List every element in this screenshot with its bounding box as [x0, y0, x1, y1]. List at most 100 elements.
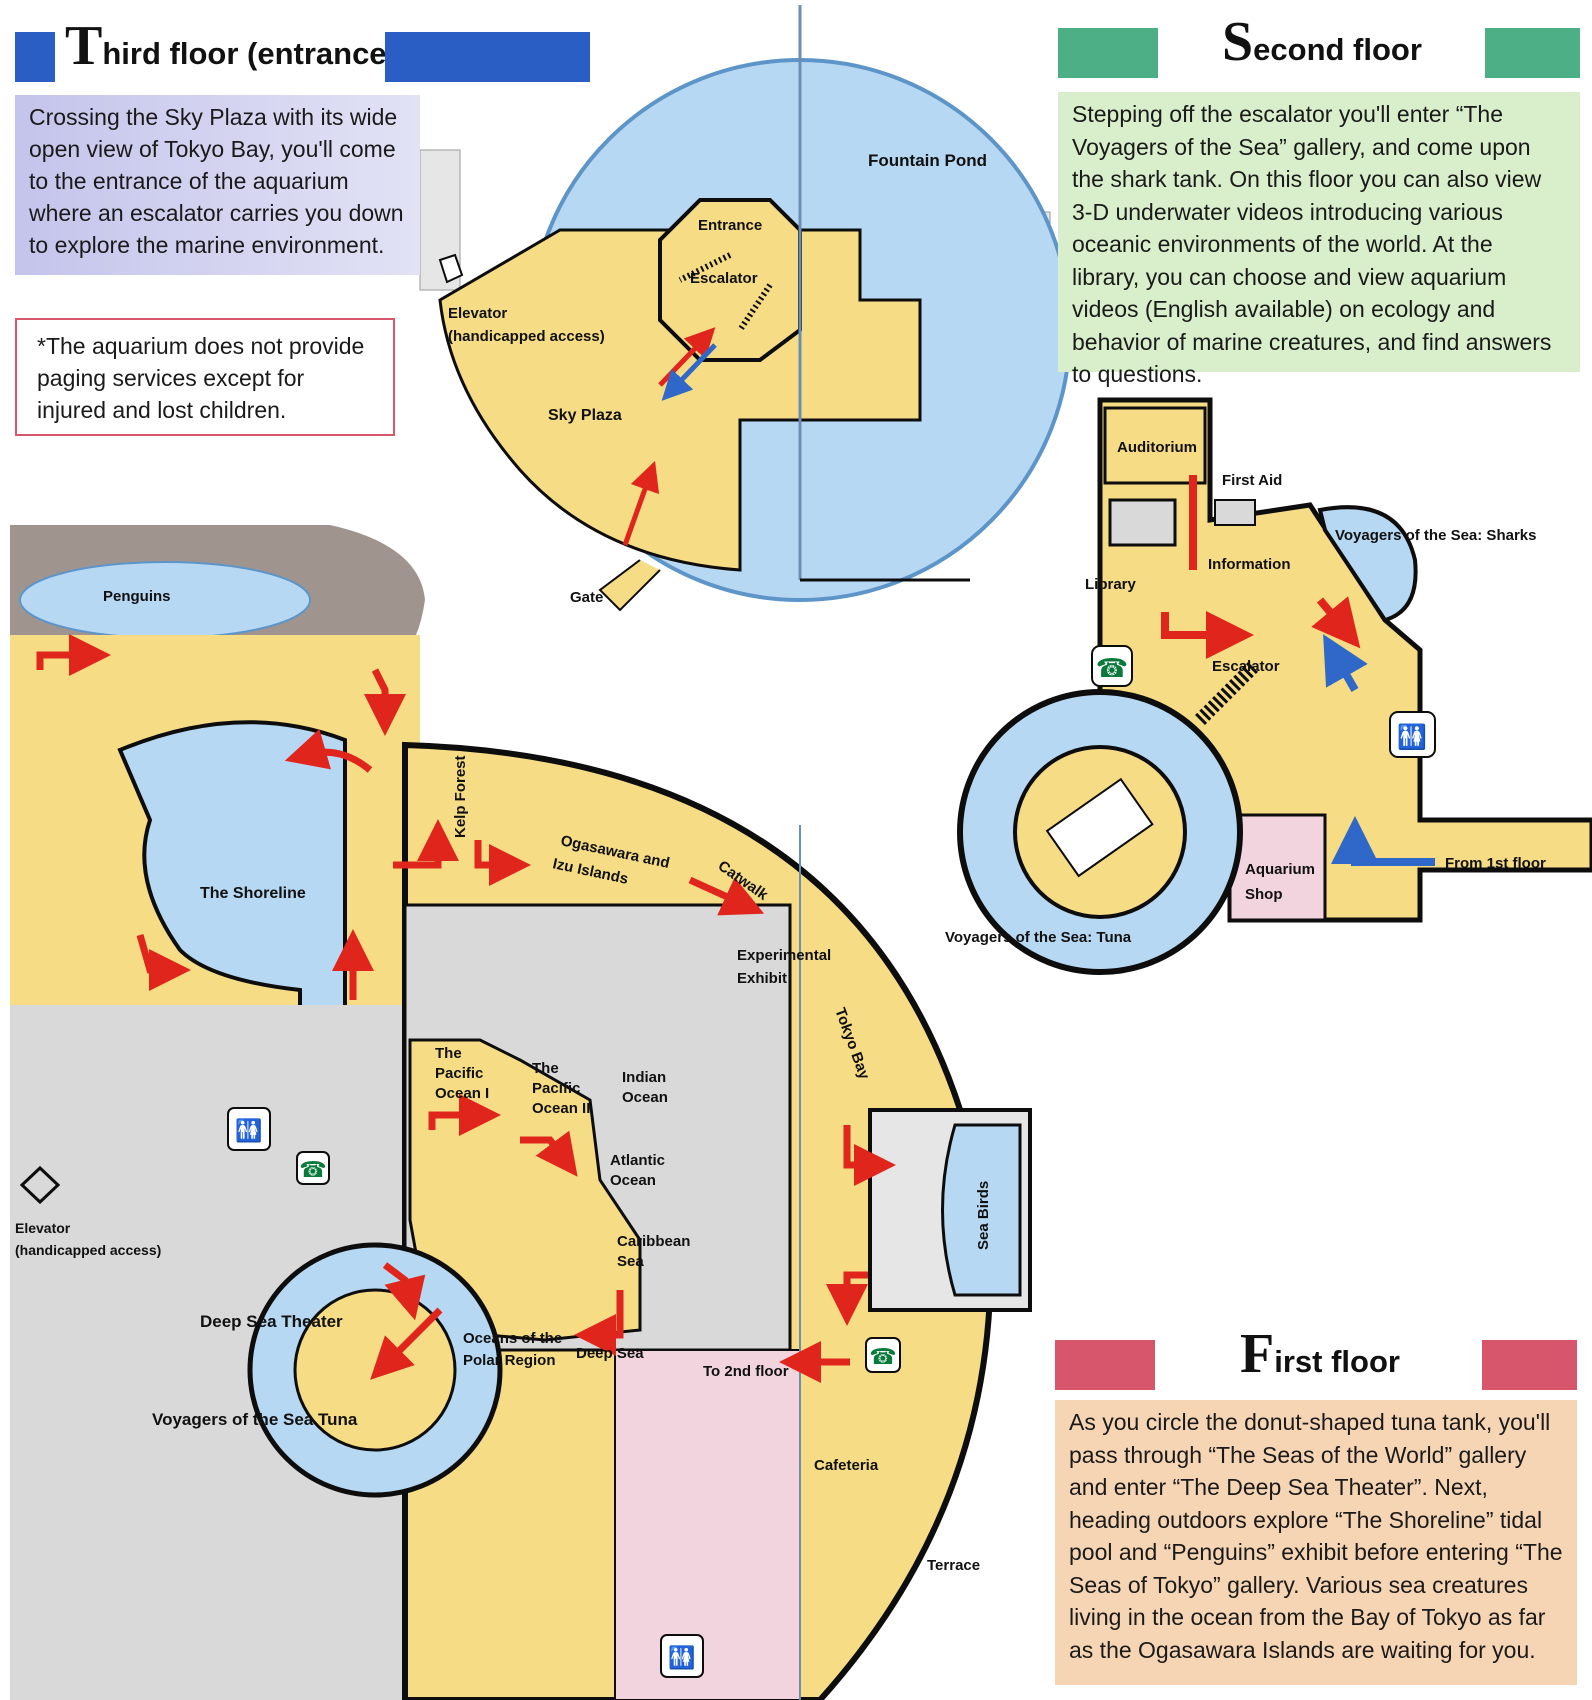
- first-floor-bar-right: [1482, 1340, 1577, 1390]
- second-escalator-steps: [1195, 660, 1260, 725]
- first-floor-plan: ☎ ☎ 🚻 🚻: [10, 525, 1032, 1700]
- route-arrow-3: [284, 729, 373, 773]
- shoreline-pool: [117, 720, 347, 1152]
- label-entrance: Entrance: [698, 217, 762, 234]
- restroom-glyph-first-south: 🚻: [668, 1645, 695, 1670]
- label-sharks: Voyagers of the Sea: Sharks: [1335, 527, 1536, 544]
- label-caribbean-1: Caribbean: [617, 1233, 690, 1250]
- second-floor-heading-rest: econd floor: [1253, 32, 1422, 67]
- first-aid-bay: [1214, 499, 1256, 526]
- second-floor-heading: Second floor: [1222, 10, 1422, 74]
- restroom-icon-second: [1389, 711, 1436, 758]
- label-aquarium: Aquarium: [1245, 861, 1315, 878]
- label-auditorium: Auditorium: [1117, 439, 1197, 456]
- third-floor-bar-right: [385, 32, 590, 82]
- label-polar-1: Oceans of the: [463, 1330, 562, 1347]
- phone-icon-second: [1091, 645, 1133, 687]
- second-floor-plan: ☎ 🚻: [957, 397, 1592, 975]
- phone-icon-first-east: [865, 1337, 901, 1373]
- phone-glyph-second: ☎: [1096, 653, 1128, 683]
- route-arrow-2: [364, 668, 406, 736]
- route-arrow-gate: [622, 460, 660, 546]
- third-escalator-steps: [678, 252, 732, 283]
- label-atlantic-1: Atlantic: [610, 1152, 665, 1169]
- gate-walkway: [598, 559, 661, 612]
- label-cafeteria: Cafeteria: [814, 1457, 879, 1474]
- label-first-tuna: Voyagers of the Sea Tuna: [152, 1410, 358, 1429]
- first-floor-heading: First floor: [1240, 1322, 1400, 1386]
- label-indian-1: Indian: [622, 1069, 666, 1086]
- third-floor-heading-initial: T: [65, 15, 103, 77]
- first-floor-heading-rest: irst floor: [1274, 1344, 1400, 1379]
- route-arrow-12: [370, 1307, 443, 1380]
- restroom-glyph-first-west: 🚻: [235, 1118, 262, 1143]
- route-arrow-10: [520, 1130, 578, 1177]
- third-floor-bar-left: [15, 32, 55, 82]
- label-third-elevator-sub: (handicapped access): [448, 328, 605, 345]
- route-arrow-4: [136, 934, 191, 991]
- label-first-elevator: Elevator: [15, 1220, 71, 1236]
- first-elevator-icon: [19, 1165, 61, 1205]
- aquarium-shop-room: [1228, 813, 1327, 922]
- sea-birds-pool: [941, 1123, 1022, 1297]
- phone-glyph-first-east: ☎: [869, 1344, 896, 1369]
- route-arrow-blue: [1323, 634, 1368, 692]
- second-floor-heading-initial: S: [1222, 11, 1254, 73]
- label-terrace: Terrace: [927, 1557, 980, 1574]
- label-pacific1-3: Ocean I: [435, 1085, 489, 1102]
- label-pacific2-2: Pacific: [532, 1080, 580, 1097]
- restroom-icon-first-west: [227, 1107, 271, 1151]
- label-pacific2-1: The: [532, 1060, 559, 1077]
- third-floor-description: Crossing the Sky Plaza with its wide ope…: [15, 95, 420, 275]
- label-third-elevator: Elevator: [448, 305, 507, 322]
- label-library: Library: [1085, 576, 1137, 593]
- route-arrow-6: [393, 819, 459, 869]
- label-experimental-2: Exhibit: [737, 970, 787, 987]
- label-shoreline: The Shoreline: [200, 885, 306, 902]
- first-floor-heading-initial: F: [1240, 1323, 1275, 1385]
- second-floor-description: Stepping off the escalator you'll enter …: [1058, 92, 1580, 387]
- restroom-icon-first-south: [660, 1634, 704, 1678]
- restroom-glyph-second: 🚻: [1397, 723, 1427, 751]
- label-pacific1-1: The: [435, 1045, 462, 1062]
- paging-note: *The aquarium does not provide paging se…: [15, 318, 395, 436]
- route-arrow-9: [428, 1094, 501, 1136]
- route-arrow-8: [688, 876, 765, 916]
- label-deep-sea-theater: Deep Sea Theater: [200, 1312, 343, 1331]
- label-indian-2: Ocean: [622, 1089, 668, 1106]
- label-caribbean-2: Sea: [617, 1253, 644, 1270]
- second-floor-bar-left: [1058, 28, 1158, 78]
- label-atlantic-2: Ocean: [610, 1172, 656, 1189]
- entrance-building: [658, 198, 802, 362]
- first-floor-description: As you circle the donut-shaped tuna tank…: [1055, 1400, 1577, 1685]
- cafeteria-room: [614, 1349, 801, 1700]
- label-fountain-pond: Fountain Pond: [868, 151, 987, 170]
- route-arrow-11: [382, 1262, 426, 1321]
- label-shop: Shop: [1245, 886, 1283, 903]
- label-kelp-forest: Kelp Forest: [452, 755, 469, 838]
- auditorium-room: [1103, 406, 1207, 485]
- route-arrow-7: [474, 840, 531, 886]
- label-first-aid: First Aid: [1222, 472, 1282, 489]
- route-arrow-15: [826, 1271, 868, 1326]
- label-third-escalator: Escalator: [690, 270, 758, 287]
- route-arrow-down: [661, 343, 717, 401]
- label-pacific1-2: Pacific: [435, 1065, 483, 1082]
- route-arrow-sharks: [1311, 596, 1361, 649]
- route-arrow-from-1st: [1331, 816, 1435, 866]
- route-arrow-escalator: [1161, 611, 1254, 659]
- label-experimental-1: Experimental: [737, 947, 831, 964]
- tuna-viewing-platform: [1045, 777, 1154, 878]
- label-sea-birds: Sea Birds: [975, 1181, 992, 1250]
- label-pacific2-3: Ocean II: [532, 1100, 590, 1117]
- phone-icon-first-west: [296, 1151, 330, 1185]
- route-arrow-14: [843, 1125, 896, 1186]
- label-second-tuna: Voyagers of the Sea: Tuna: [945, 929, 1132, 946]
- phone-glyph-first-west: ☎: [299, 1157, 326, 1182]
- label-deep-sea: Deep Sea: [576, 1345, 644, 1362]
- label-sky-plaza: Sky Plaza: [548, 407, 622, 424]
- label-to-2nd: To 2nd floor: [703, 1363, 789, 1380]
- label-from-1st: From 1st floor: [1445, 855, 1546, 872]
- first-aid-room: [1108, 498, 1177, 547]
